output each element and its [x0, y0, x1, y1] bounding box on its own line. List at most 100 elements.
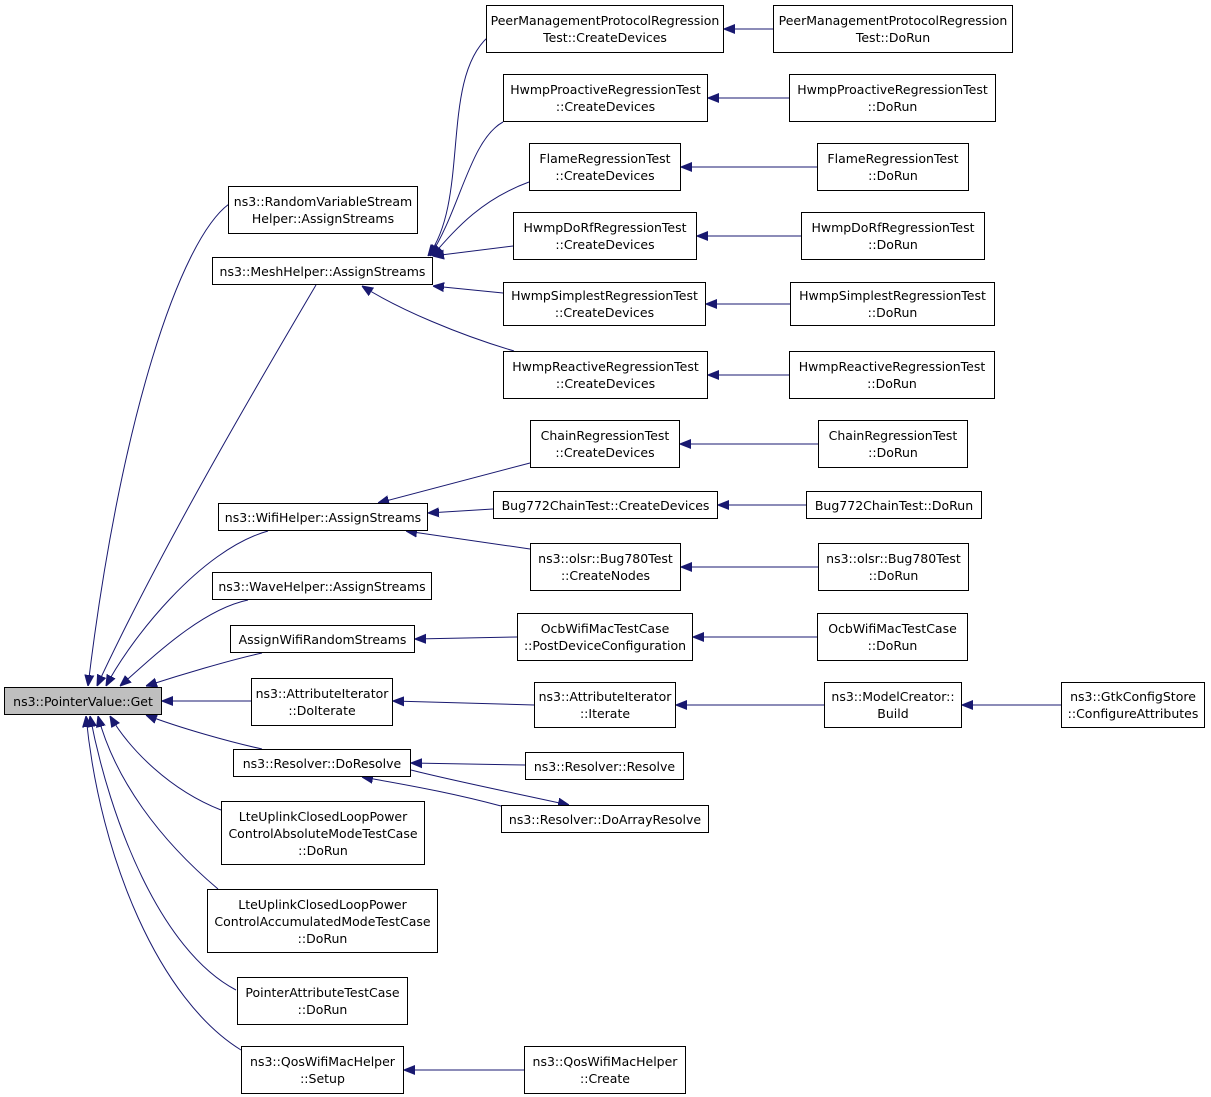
graph-node-b772_dr[interactable]: Bug772ChainTest::DoRun [806, 491, 982, 519]
node-label-line: ns3::GtkConfigStore [1070, 689, 1196, 704]
edge-b780_cn-to-wifi [406, 531, 531, 550]
node-label-line: Bug772ChainTest::DoRun [814, 497, 974, 513]
node-label-line: PointerAttributeTestCase [245, 985, 400, 1000]
node-label-line: ns3::WaveHelper::AssignStreams [218, 578, 426, 594]
graph-node-mc_build[interactable]: ns3::ModelCreator::Build [824, 682, 962, 728]
node-label-line: ::CreateDevices [555, 99, 656, 114]
node-label-line: ::CreateDevices [555, 445, 655, 460]
node-label-line: ::CreateDevices [554, 305, 655, 320]
graph-node-wave[interactable]: ns3::WaveHelper::AssignStreams [212, 572, 432, 600]
edge-qwsetup-to-root [86, 716, 242, 1051]
graph-node-hpro_dr[interactable]: HwmpProactiveRegressionTest::DoRun [789, 74, 996, 122]
node-label-line: ControlAccumulatedModeTestCase [214, 913, 431, 929]
node-label-line: HwmpReactiveRegressionTest [798, 359, 986, 374]
edge-rdr-to-dar [410, 769, 569, 805]
node-label-line: ::PostDeviceConfiguration [523, 638, 687, 653]
graph-node-ocb_pdc[interactable]: OcbWifiMacTestCase::PostDeviceConfigurat… [517, 613, 693, 661]
graph-node-hdorf_dr[interactable]: HwmpDoRfRegressionTest::DoRun [801, 212, 985, 260]
node-label-line: ::CreateDevices [555, 237, 655, 252]
node-label-line: HwmpProactiveRegressionTest [510, 82, 701, 97]
node-label-line: ::CreateDevices [555, 376, 656, 391]
edge-ch_cd-to-wifi [378, 462, 531, 503]
node-label-line: PeerManagementProtocolRegression [778, 13, 1008, 28]
node-label-line: ::CreateNodes [560, 568, 651, 583]
graph-node-aidi[interactable]: ns3::AttributeIterator::DoIterate [251, 678, 393, 726]
graph-node-root[interactable]: ns3::PointerValue::Get [4, 687, 162, 715]
node-label-line: ns3::AttributeIterator [255, 686, 389, 701]
graph-node-mesh[interactable]: ns3::MeshHelper::AssignStreams [212, 257, 433, 285]
node-label-line: ns3::RandomVariableStream [233, 194, 413, 209]
node-label-line: FlameRegressionTest [827, 151, 959, 166]
node-label-line: LteUplinkClosedLoopPower [238, 808, 408, 824]
node-label-line: Helper::AssignStreams [251, 211, 395, 226]
node-label-line: ns3::Resolver::DoArrayResolve [508, 811, 702, 827]
node-label-line: ::DoIterate [288, 703, 356, 718]
graph-node-hsim_dr[interactable]: HwmpSimplestRegressionTest::DoRun [790, 282, 995, 326]
graph-node-gtk_ca[interactable]: ns3::GtkConfigStore::ConfigureAttributes [1061, 682, 1205, 728]
edge-lteacc-to-root [98, 716, 219, 890]
node-label-line: ns3::Resolver::DoResolve [242, 755, 402, 771]
graph-node-hrea_dr[interactable]: HwmpReactiveRegressionTest::DoRun [789, 351, 995, 399]
node-label-line: ::ConfigureAttributes [1067, 706, 1199, 721]
node-label-line: ::DoRun [297, 930, 348, 946]
node-label-line: ns3::PointerValue::Get [13, 693, 153, 709]
graph-node-fl_dr[interactable]: FlameRegressionTest::DoRun [817, 143, 969, 191]
graph-node-hsim_cd[interactable]: HwmpSimplestRegressionTest::CreateDevice… [503, 282, 706, 326]
node-label-line: LteUplinkClosedLoopPower [238, 896, 407, 912]
node-label-line: ::DoRun [868, 568, 919, 583]
node-label-line: Test::CreateDevices [543, 30, 667, 45]
edge-hrea_cd-to-mesh [362, 286, 515, 352]
graph-node-ai_it[interactable]: ns3::AttributeIterator::Iterate [534, 682, 676, 728]
graph-node-b780_dr[interactable]: ns3::olsr::Bug780Test::DoRun [818, 543, 969, 591]
node-label-line: ::CreateDevices [555, 168, 655, 183]
node-label-line: HwmpDoRfRegressionTest [523, 220, 687, 235]
node-label-line: ControlAbsoluteModeTestCase [228, 825, 418, 841]
node-label-line: ::Setup [300, 1071, 345, 1086]
node-label-line: OcbWifiMacTestCase [540, 621, 670, 636]
graph-node-wifi[interactable]: ns3::WifiHelper::AssignStreams [218, 503, 428, 531]
node-label-line: ::DoRun [867, 99, 918, 114]
node-label-line: HwmpProactiveRegressionTest [797, 82, 988, 97]
graph-node-ocb_dr[interactable]: OcbWifiMacTestCase::DoRun [817, 613, 968, 661]
graph-node-hpro_cd[interactable]: HwmpProactiveRegressionTest::CreateDevic… [503, 74, 708, 122]
graph-node-qwsetup[interactable]: ns3::QosWifiMacHelper::Setup [241, 1046, 404, 1094]
graph-node-hrea_cd[interactable]: HwmpReactiveRegressionTest::CreateDevice… [503, 351, 708, 399]
graph-node-patc[interactable]: PointerAttributeTestCase::DoRun [237, 977, 408, 1025]
graph-node-rdr[interactable]: ns3::Resolver::DoResolve [233, 749, 411, 777]
graph-node-awrs[interactable]: AssignWifiRandomStreams [230, 625, 415, 653]
node-label-line: ::DoRun [867, 305, 918, 320]
graph-node-dar[interactable]: ns3::Resolver::DoArrayResolve [501, 805, 709, 833]
node-label-line: ChainRegressionTest [828, 428, 958, 443]
node-label-line: OcbWifiMacTestCase [828, 621, 957, 636]
node-label-line: ns3::QosWifiMacHelper [250, 1054, 395, 1069]
graph-node-ch_cd[interactable]: ChainRegressionTest::CreateDevices [530, 420, 680, 468]
node-label-line: ns3::QosWifiMacHelper [532, 1054, 678, 1069]
graph-node-b772_cd[interactable]: Bug772ChainTest::CreateDevices [493, 491, 718, 519]
edge-hsim_cd-to-mesh [433, 286, 504, 294]
node-label-line: ::DoRun [868, 445, 918, 460]
edge-wifi-to-root [106, 530, 269, 686]
graph-node-fl_cd[interactable]: FlameRegressionTest::CreateDevices [529, 143, 681, 191]
graph-node-qwcreate[interactable]: ns3::QosWifiMacHelper::Create [524, 1046, 686, 1094]
graph-node-hdorf_cd[interactable]: HwmpDoRfRegressionTest::CreateDevices [513, 212, 697, 260]
edge-ocb_pdc-to-awrs [415, 637, 518, 639]
graph-node-res[interactable]: ns3::Resolver::Resolve [525, 752, 684, 780]
edge-dar-to-rdr [362, 777, 502, 807]
node-label-line: PeerManagementProtocolRegression [490, 13, 720, 28]
edge-awrs-to-root [146, 652, 263, 686]
node-label-line: HwmpReactiveRegressionTest [512, 359, 699, 374]
node-label-line: ::DoRun [867, 638, 918, 653]
edge-hpro_cd-to-mesh [430, 121, 504, 256]
graph-node-b780_cn[interactable]: ns3::olsr::Bug780Test::CreateNodes [530, 543, 681, 591]
graph-node-ch_dr[interactable]: ChainRegressionTest::DoRun [818, 420, 968, 468]
edge-patc-to-root [90, 716, 237, 991]
edge-b772_cd-to-wifi [428, 509, 494, 513]
node-label-line: ns3::Resolver::Resolve [533, 758, 676, 774]
node-label-line: ns3::ModelCreator:: [831, 689, 955, 704]
